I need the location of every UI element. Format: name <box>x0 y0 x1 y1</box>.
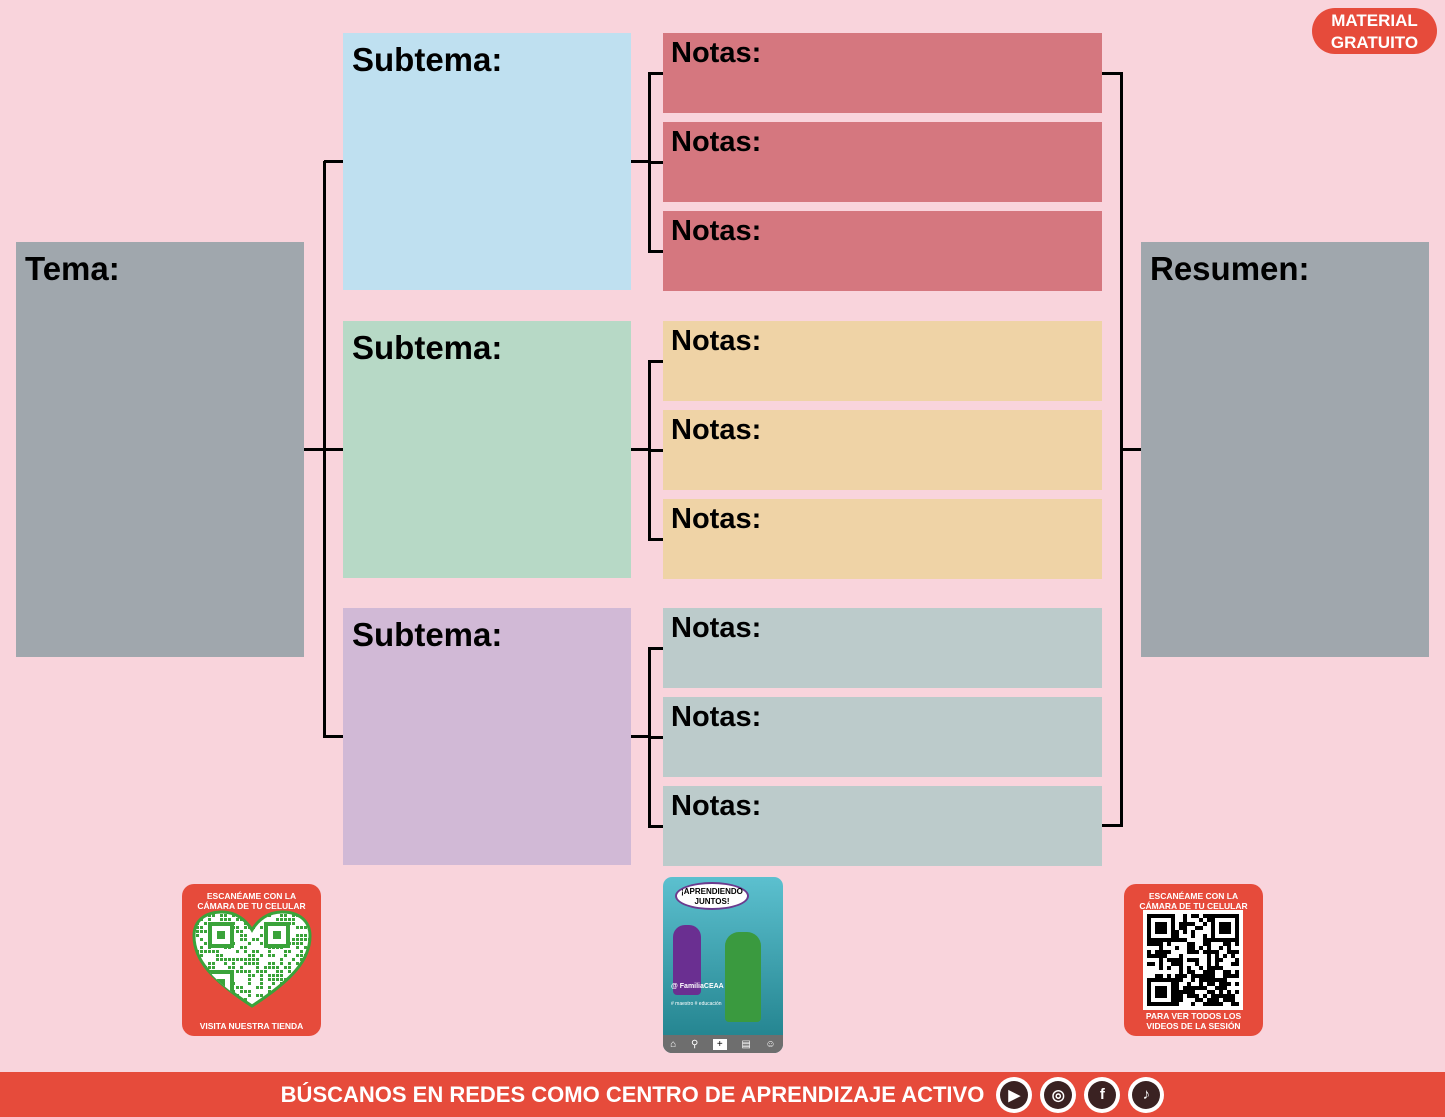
connector <box>648 449 663 452</box>
heart-qr-code <box>192 910 312 1008</box>
notes-box[interactable]: Notas: <box>663 321 1102 401</box>
inbox-icon: ▤ <box>741 1038 751 1050</box>
resumen-label: Resumen: <box>1150 250 1310 287</box>
hashtags: # maestro # educación <box>671 1001 722 1007</box>
notes-box[interactable]: Notas: <box>663 33 1102 113</box>
notes-box[interactable]: Notas: <box>663 786 1102 866</box>
notes-label: Notas: <box>671 701 762 733</box>
home-icon: ⌂ <box>670 1038 677 1050</box>
subtema-box[interactable]: Subtema: <box>343 608 631 865</box>
username: @ FamiliaCEAA <box>671 983 724 990</box>
subtema-box[interactable]: Subtema: <box>343 33 631 290</box>
speech-bubble: ¡APRENDIENDO JUNTOS! <box>675 882 749 910</box>
tiktok-icon[interactable]: ♪ <box>1128 1076 1165 1113</box>
connector <box>324 448 343 451</box>
notes-box[interactable]: Notas: <box>663 697 1102 777</box>
plus-icon: + <box>712 1038 727 1050</box>
connector <box>648 360 663 363</box>
qr-code <box>1143 910 1243 1010</box>
connector <box>648 538 663 541</box>
teacher-man-figure <box>725 932 761 1022</box>
connector <box>648 736 663 739</box>
search-icon: ⚲ <box>690 1038 699 1050</box>
connector <box>648 250 663 253</box>
connector <box>648 72 663 75</box>
connector <box>324 735 343 738</box>
connector <box>1102 72 1123 75</box>
connector <box>304 448 325 451</box>
notes-box[interactable]: Notas: <box>663 608 1102 688</box>
tema-label: Tema: <box>25 250 120 287</box>
notes-box[interactable]: Notas: <box>663 499 1102 579</box>
store-qr-card[interactable]: ESCANÉAME CON LA CÁMARA DE TU CELULAR VI… <box>182 884 321 1036</box>
notes-label: Notas: <box>671 37 762 69</box>
phone-nav-bar: ⌂ ⚲ + ▤ ☺ <box>663 1035 783 1053</box>
tema-box[interactable]: Tema: <box>16 242 304 657</box>
subtema-label: Subtema: <box>352 616 503 653</box>
teacher-woman-figure <box>673 925 701 995</box>
notes-label: Notas: <box>671 215 762 247</box>
profile-icon: ☺ <box>765 1038 776 1050</box>
social-video-thumbnail[interactable]: ¡APRENDIENDO JUNTOS! @ FamiliaCEAA # mae… <box>663 877 783 1053</box>
connector <box>648 647 663 650</box>
connector <box>324 160 343 163</box>
connector <box>1102 824 1123 827</box>
notes-label: Notas: <box>671 325 762 357</box>
instagram-icon[interactable]: ◎ <box>1040 1076 1077 1113</box>
connector <box>631 735 650 738</box>
connector <box>648 825 663 828</box>
notes-label: Notas: <box>671 612 762 644</box>
notes-box[interactable]: Notas: <box>663 211 1102 291</box>
footer-text: BÚSCANOS EN REDES COMO CENTRO DE APRENDI… <box>280 1081 985 1107</box>
videos-qr-card[interactable]: ESCANÉAME CON LA CÁMARA DE TU CELULAR PA… <box>1124 884 1263 1036</box>
notes-label: Notas: <box>671 126 762 158</box>
subtema-box[interactable]: Subtema: <box>343 321 631 578</box>
facebook-icon[interactable]: f <box>1084 1076 1121 1113</box>
notes-box[interactable]: Notas: <box>663 410 1102 490</box>
resumen-box[interactable]: Resumen: <box>1141 242 1429 657</box>
notes-label: Notas: <box>671 503 762 535</box>
subtema-label: Subtema: <box>352 41 503 78</box>
notes-box[interactable]: Notas: <box>663 122 1102 202</box>
notes-label: Notas: <box>671 414 762 446</box>
footer-bar: BÚSCANOS EN REDES COMO CENTRO DE APRENDI… <box>0 1072 1445 1117</box>
youtube-icon[interactable]: ▶ <box>996 1076 1033 1113</box>
connector <box>648 161 663 164</box>
subtema-label: Subtema: <box>352 329 503 366</box>
notes-label: Notas: <box>671 790 762 822</box>
connector <box>1120 448 1141 451</box>
connector <box>631 448 650 451</box>
connector <box>323 161 326 738</box>
connector <box>631 160 650 163</box>
